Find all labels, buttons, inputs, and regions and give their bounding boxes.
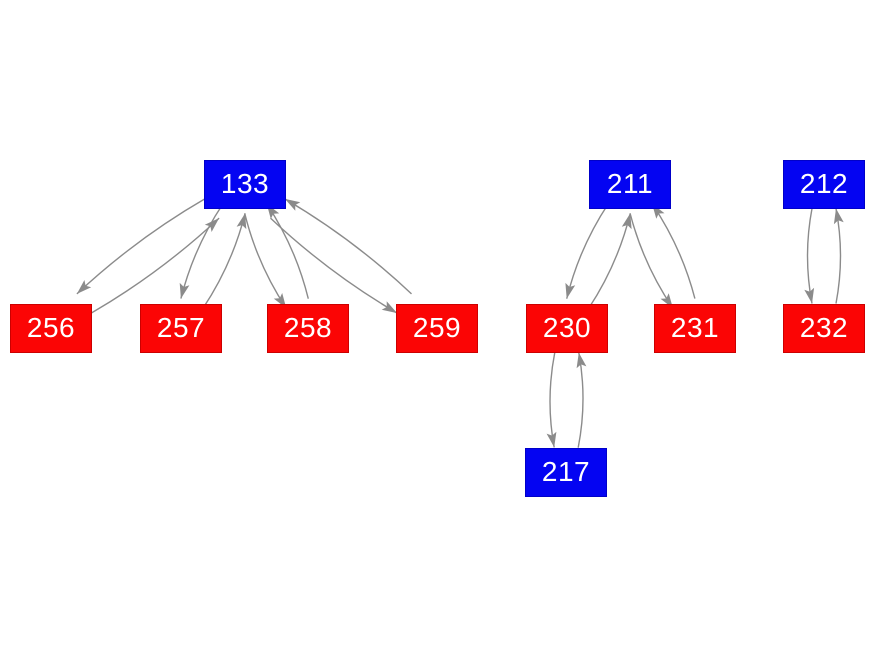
edge-133-259 <box>270 217 398 314</box>
node-231: 231 <box>654 303 736 353</box>
node-212: 212 <box>783 159 865 209</box>
node-133: 133 <box>204 159 286 209</box>
edge-232-212 <box>835 208 842 304</box>
arrowhead-133-257 <box>179 282 190 299</box>
edge-133-256 <box>76 198 206 295</box>
arrowhead-212-232 <box>804 287 815 304</box>
edge-259-133 <box>284 198 412 295</box>
edge-258-133 <box>266 203 309 299</box>
arrowhead-217-230 <box>576 352 587 369</box>
edge-230-217 <box>549 352 556 448</box>
node-232: 232 <box>783 303 865 353</box>
arrowhead-230-211 <box>621 213 632 230</box>
node-211: 211 <box>589 159 671 209</box>
arrowhead-133-256 <box>76 280 92 294</box>
edge-256-133 <box>90 217 220 314</box>
edge-212-232 <box>806 208 813 304</box>
arrowhead-232-212 <box>833 208 844 225</box>
arrowhead-211-230 <box>565 282 576 299</box>
node-259: 259 <box>396 303 478 353</box>
node-257: 257 <box>140 303 222 353</box>
edge-211-230 <box>566 203 609 299</box>
edge-217-230 <box>577 352 584 448</box>
arrowhead-259-133 <box>284 198 301 211</box>
arrowhead-133-259 <box>381 301 398 314</box>
node-230: 230 <box>526 303 608 353</box>
edge-230-211 <box>588 213 631 309</box>
node-256: 256 <box>10 303 92 353</box>
arrowhead-230-217 <box>546 431 557 448</box>
arrowhead-256-133 <box>204 218 220 232</box>
node-258: 258 <box>267 303 349 353</box>
arrowhead-257-133 <box>236 213 247 230</box>
node-217: 217 <box>525 447 607 497</box>
